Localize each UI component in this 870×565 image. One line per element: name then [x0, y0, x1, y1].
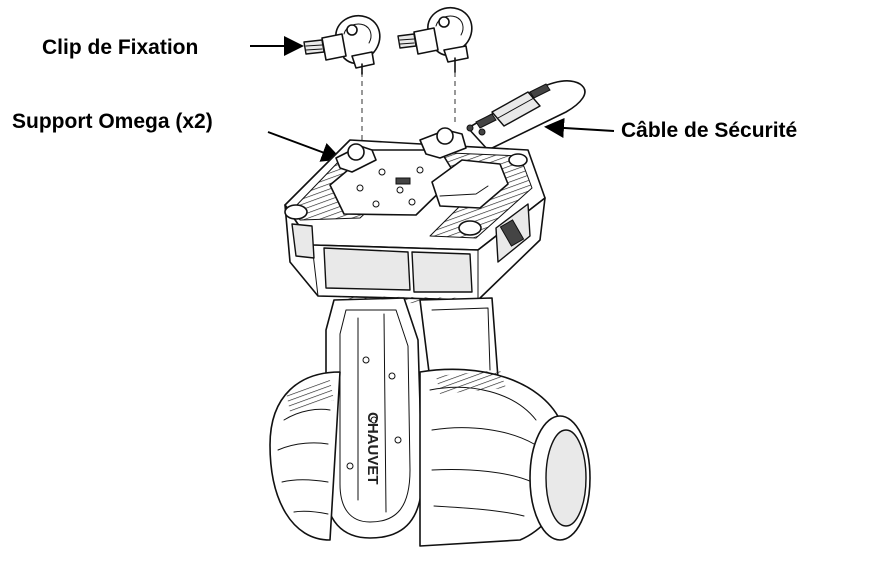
omega-callout-arrow [267, 131, 342, 162]
safety-cable [466, 80, 586, 151]
fixture-yoke [325, 297, 499, 539]
support-omega-label: Support Omega (x2) [12, 110, 213, 133]
safety-cable-label: Câble de Sécurité [621, 119, 798, 142]
product-logo: CHAUVET [364, 412, 381, 485]
mounting-clamp-right [397, 7, 473, 73]
clip-de-fixation-label: Clip de Fixation [42, 36, 199, 59]
fixture-head [269, 368, 591, 547]
fixture-base [284, 127, 546, 304]
mounting-clamp-left [303, 15, 381, 75]
cable-callout-arrow [544, 117, 615, 138]
